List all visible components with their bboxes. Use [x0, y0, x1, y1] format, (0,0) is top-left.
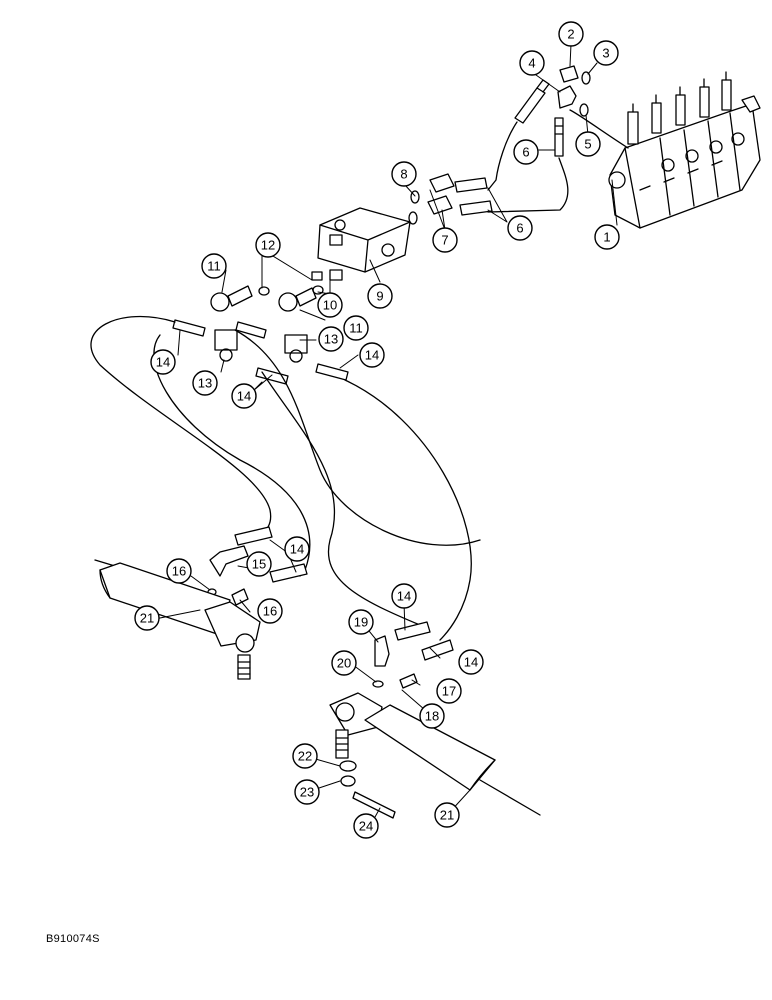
callout-2: 2 — [558, 21, 584, 47]
control-valve-drawing — [608, 71, 761, 229]
svg-text:6: 6 — [516, 221, 523, 236]
hose-ends-drawing — [408, 173, 493, 225]
svg-text:10: 10 — [323, 298, 337, 313]
callout-6a: 6 — [513, 139, 539, 165]
callout-group: 1 2 3 4 5 6 6 7 8 9 10 11 11 12 13 13 14… — [134, 21, 620, 839]
svg-text:2: 2 — [567, 27, 574, 42]
callout-13b: 13 — [318, 326, 344, 352]
callout-14b: 14 — [359, 342, 385, 368]
callout-14d: 14 — [284, 536, 310, 562]
callout-21a: 21 — [134, 605, 160, 631]
svg-text:14: 14 — [464, 655, 478, 670]
svg-text:3: 3 — [602, 46, 609, 61]
callout-13a: 13 — [192, 370, 218, 396]
callout-14e: 14 — [391, 583, 417, 609]
callout-21b: 21 — [434, 802, 460, 828]
svg-text:7: 7 — [441, 233, 448, 248]
elbow-fittings-drawing — [514, 65, 591, 157]
diverter-block-drawing — [317, 207, 411, 273]
callout-7: 7 — [432, 227, 458, 253]
callout-18: 18 — [419, 703, 445, 729]
callout-14c: 14 — [231, 383, 257, 409]
svg-text:15: 15 — [252, 557, 266, 572]
callout-22: 22 — [292, 743, 318, 769]
callout-19: 19 — [348, 609, 374, 635]
callout-24: 24 — [353, 813, 379, 839]
svg-text:11: 11 — [207, 259, 221, 274]
callout-14f: 14 — [458, 649, 484, 675]
svg-text:14: 14 — [365, 348, 379, 363]
svg-text:14: 14 — [237, 389, 251, 404]
svg-text:13: 13 — [324, 332, 338, 347]
steering-cylinder-right-drawing — [329, 692, 541, 819]
svg-text:6: 6 — [522, 145, 529, 160]
callout-1: 1 — [594, 224, 620, 250]
svg-text:18: 18 — [425, 709, 439, 724]
svg-text:21: 21 — [140, 611, 154, 626]
callout-23: 23 — [294, 779, 320, 805]
svg-text:22: 22 — [298, 749, 312, 764]
svg-text:17: 17 — [442, 684, 456, 699]
hose-lines-upper — [487, 109, 629, 213]
callout-4: 4 — [519, 50, 545, 76]
callout-14a: 14 — [150, 349, 176, 375]
svg-text:9: 9 — [376, 289, 383, 304]
svg-text:19: 19 — [354, 615, 368, 630]
svg-text:13: 13 — [198, 376, 212, 391]
callout-9: 9 — [367, 283, 393, 309]
svg-text:23: 23 — [300, 785, 314, 800]
svg-text:1: 1 — [603, 230, 610, 245]
callout-16a: 16 — [166, 558, 192, 584]
svg-text:14: 14 — [156, 355, 170, 370]
callout-12: 12 — [255, 232, 281, 258]
svg-text:16: 16 — [172, 564, 186, 579]
svg-text:20: 20 — [337, 656, 351, 671]
steering-cylinder-left-drawing — [94, 559, 261, 680]
cylinder-fittings-left-drawing — [207, 526, 308, 606]
hose-end-fittings-drawing — [172, 319, 349, 385]
callout-11b: 11 — [343, 315, 369, 341]
svg-text:16: 16 — [263, 604, 277, 619]
svg-text:11: 11 — [349, 321, 363, 336]
callout-15: 15 — [246, 551, 272, 577]
callout-17: 17 — [436, 678, 462, 704]
callout-5: 5 — [575, 131, 601, 157]
svg-text:14: 14 — [397, 589, 411, 604]
document-code: B910074S — [46, 933, 100, 945]
svg-text:8: 8 — [400, 167, 407, 182]
svg-text:12: 12 — [261, 238, 275, 253]
cylinder-fittings-right-drawing — [372, 621, 454, 689]
callout-11a: 11 — [201, 253, 227, 279]
svg-text:14: 14 — [290, 542, 304, 557]
callout-3: 3 — [593, 40, 619, 66]
svg-text:4: 4 — [528, 56, 535, 71]
callout-6b: 6 — [507, 215, 533, 241]
callout-8: 8 — [391, 161, 417, 187]
callout-16b: 16 — [257, 598, 283, 624]
callout-10: 10 — [317, 292, 343, 318]
callout-20: 20 — [331, 650, 357, 676]
svg-text:24: 24 — [359, 819, 373, 834]
svg-text:5: 5 — [584, 137, 591, 152]
svg-text:21: 21 — [440, 808, 454, 823]
